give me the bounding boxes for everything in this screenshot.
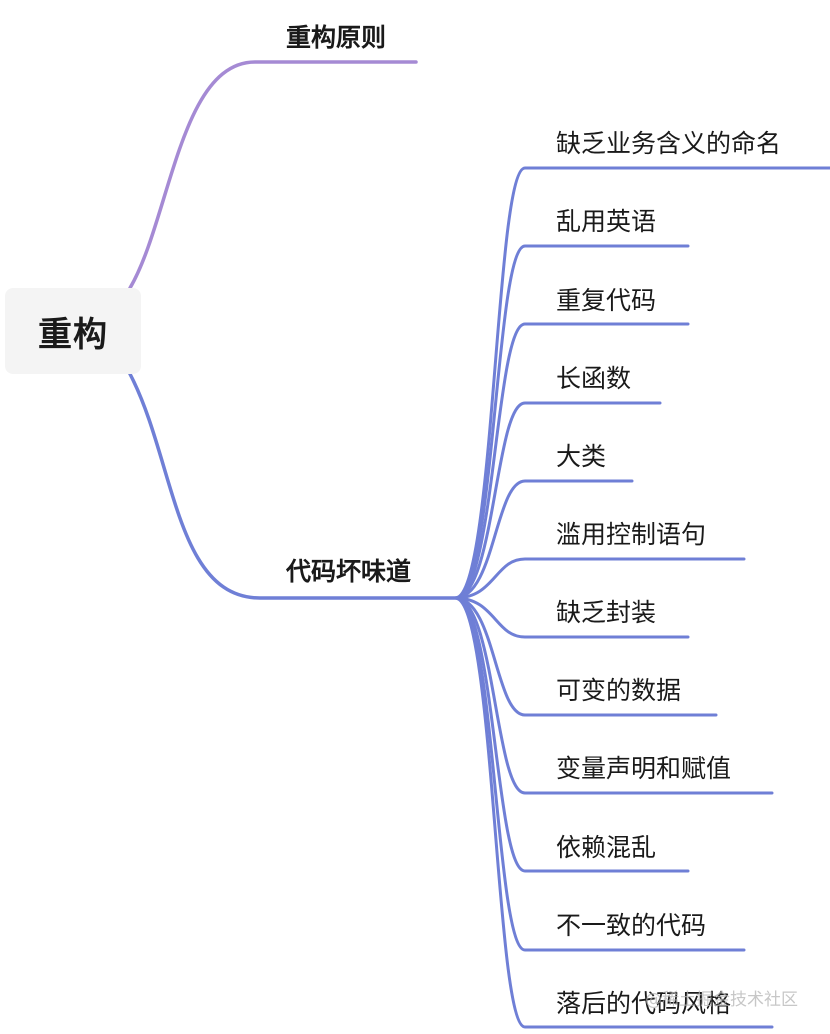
leaf-node-long-function[interactable]: 长函数 [556, 364, 632, 393]
leaf-node-duplicate-code[interactable]: 重复代码 [556, 286, 657, 315]
leaf-node-control-statements[interactable]: 滥用控制语句 [556, 520, 707, 549]
branch-node-refactoring-principles[interactable]: 重构原则 [286, 23, 387, 52]
edge-code-smells-to-leaf-6 [453, 596, 690, 639]
edge-code-smells-to-leaf-5 [453, 557, 746, 600]
edge-code-smells-to-leaf-2 [453, 322, 690, 600]
branch-node-code-smells[interactable]: 代码坏味道 [286, 557, 412, 586]
watermark: @稀土掘金技术社区 [645, 990, 798, 1010]
edge-code-smells-to-leaf-4 [453, 479, 634, 600]
leaf-node-dependency-chaos[interactable]: 依赖混乱 [556, 833, 657, 862]
leaf-node-lack-encapsulation[interactable]: 缺乏封装 [556, 598, 657, 627]
leaf-node-misused-english[interactable]: 乱用英语 [556, 207, 657, 236]
leaf-node-outdated-style[interactable]: 落后的代码风格 [556, 989, 732, 1018]
edge-code-smells-to-leaf-8 [453, 596, 774, 795]
leaf-node-large-class[interactable]: 大类 [556, 442, 607, 471]
edge-code-smells-to-leaf-1 [453, 244, 690, 600]
edge-code-smells-to-leaf-7 [453, 596, 718, 717]
root-label: 重构 [38, 314, 108, 355]
edge-code-smells-to-leaf-0 [453, 166, 830, 600]
edge-code-smells-to-leaf-11 [453, 596, 774, 1029]
edge-root-to-principles [128, 60, 418, 290]
root-node[interactable]: 重构 [5, 288, 141, 374]
leaf-node-mutable-data[interactable]: 可变的数据 [556, 676, 682, 705]
edge-root-to-code-smells [128, 372, 457, 600]
leaf-node-variable-declaration[interactable]: 变量声明和赋值 [556, 754, 732, 783]
leaf-node-meaningless-naming[interactable]: 缺乏业务含义的命名 [556, 129, 782, 158]
edge-code-smells-to-leaf-3 [453, 401, 662, 600]
edge-code-smells-to-leaf-9 [453, 596, 690, 873]
leaf-node-inconsistent-code[interactable]: 不一致的代码 [556, 911, 707, 940]
